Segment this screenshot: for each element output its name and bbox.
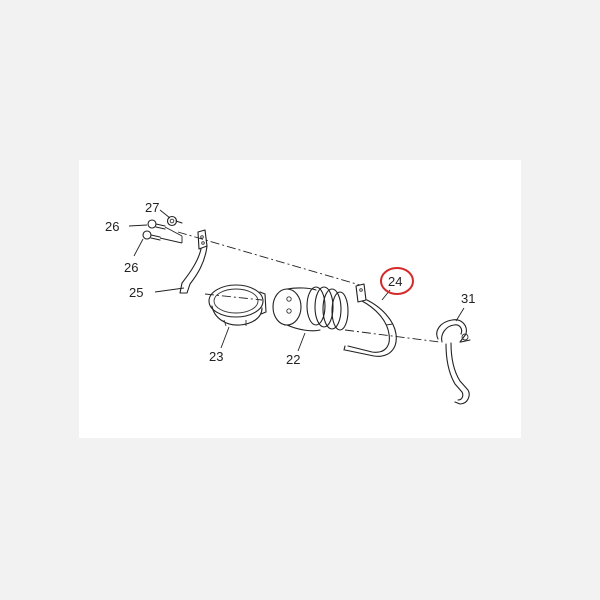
callout-31: 31 [461, 291, 475, 306]
bolt-leader-bracket [159, 226, 183, 244]
part-boot-22 [272, 286, 349, 332]
assembly-lines [177, 231, 441, 343]
part-sleeve-23 [208, 284, 267, 327]
part-hook-rod-31 [436, 319, 471, 405]
leader-lines [128, 209, 465, 352]
callout-26-lower: 26 [124, 260, 138, 275]
part-bolt-26-upper [147, 219, 166, 230]
callout-25: 25 [129, 285, 143, 300]
part-bracket-25 [179, 229, 208, 294]
part-clamp-24 [343, 283, 397, 357]
callout-22: 22 [286, 352, 300, 367]
part-bolt-27 [166, 215, 183, 227]
callout-24: 24 [388, 274, 402, 289]
callout-27: 27 [145, 200, 159, 215]
callout-23: 23 [209, 349, 223, 364]
part-bolt-26-lower [142, 230, 161, 241]
highlight-ring-24 [380, 267, 414, 295]
callout-26-upper: 26 [105, 219, 119, 234]
